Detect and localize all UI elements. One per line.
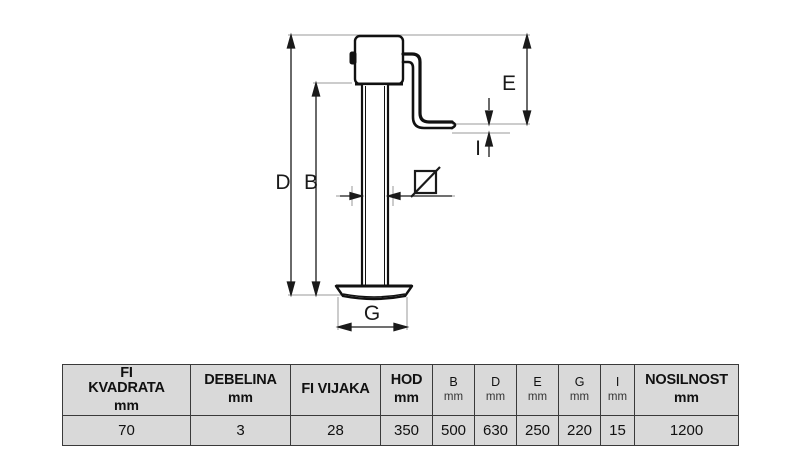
cell-g: 220 [558, 415, 601, 446]
col-header-e-label: E [533, 375, 542, 390]
col-header-i: I mm [600, 364, 635, 416]
col-header-g-label: G [574, 375, 585, 390]
cell-fi-vijaka: 28 [290, 415, 381, 446]
diameter-icon [410, 166, 441, 198]
specification-table: FI KVADRATA mm DEBELINA mm FI VIJAKA HOD… [62, 364, 739, 446]
col-header-hod-label: HOD [390, 372, 423, 389]
gearbox-housing [349, 34, 405, 86]
col-header-nosilnost: NOSILNOST mm [634, 364, 739, 416]
col-header-fi-vijaka-label: FI VIJAKA [301, 381, 370, 398]
cell-hod: 350 [380, 415, 433, 446]
col-header-d-unit: mm [485, 390, 506, 403]
technical-drawing: D B E I [275, 32, 532, 332]
table-header-row: FI KVADRATA mm DEBELINA mm FI VIJAKA HOD… [62, 364, 739, 416]
specification-table-container: FI KVADRATA mm DEBELINA mm FI VIJAKA HOD… [62, 364, 739, 446]
col-header-hod-unit: mm [394, 389, 419, 406]
cell-e: 250 [516, 415, 559, 446]
foot-plate [334, 284, 414, 301]
col-header-i-unit: mm [607, 390, 628, 403]
col-header-fi-kvadrata-unit: mm [114, 396, 139, 413]
col-header-b-label: B [449, 375, 458, 390]
dimension-B [311, 80, 321, 298]
crank-handle [401, 52, 457, 130]
col-header-g-unit: mm [569, 390, 590, 403]
dimension-label-G: G [364, 302, 380, 325]
col-header-d: D mm [474, 364, 517, 416]
col-header-d-label: D [491, 375, 500, 390]
col-header-nosilnost-unit: mm [674, 389, 699, 406]
col-header-debelina: DEBELINA mm [190, 364, 291, 416]
col-header-hod: HOD mm [380, 364, 433, 416]
col-header-i-label: I [615, 375, 620, 390]
col-header-g: G mm [558, 364, 601, 416]
col-header-debelina-label: DEBELINA [204, 372, 277, 389]
table-row: 70 3 28 350 500 630 250 220 15 1200 [62, 415, 739, 446]
dimension-G [335, 322, 410, 332]
cell-nosilnost: 1200 [634, 415, 739, 446]
col-header-e: E mm [516, 364, 559, 416]
dimension-diameter [340, 191, 452, 201]
col-header-debelina-unit: mm [228, 389, 253, 406]
cell-fi-kvadrata: 70 [62, 415, 191, 446]
dimension-label-D: D [275, 171, 290, 194]
cell-debelina: 3 [190, 415, 291, 446]
dimension-D [286, 32, 296, 298]
inner-tube [360, 82, 390, 288]
dimension-label-I: I [475, 137, 481, 160]
col-header-b: B mm [432, 364, 475, 416]
cell-i: 15 [600, 415, 635, 446]
dimension-label-B: B [304, 171, 318, 194]
col-header-fi-vijaka: FI VIJAKA [290, 364, 381, 416]
dimension-label-E: E [502, 72, 516, 95]
col-header-b-unit: mm [443, 390, 464, 403]
dimension-E [522, 32, 532, 127]
dimension-I [484, 98, 494, 157]
col-header-nosilnost-label: NOSILNOST [645, 372, 728, 389]
cell-d: 630 [474, 415, 517, 446]
col-header-fi-kvadrata-line1: FI [120, 364, 133, 381]
cell-b: 500 [432, 415, 475, 446]
jack-stand-drawing-svg: D B E I [275, 32, 532, 332]
col-header-fi-kvadrata: FI KVADRATA mm [62, 364, 191, 416]
col-header-fi-kvadrata-line2: KVADRATA [88, 380, 165, 397]
col-header-e-unit: mm [527, 390, 548, 403]
